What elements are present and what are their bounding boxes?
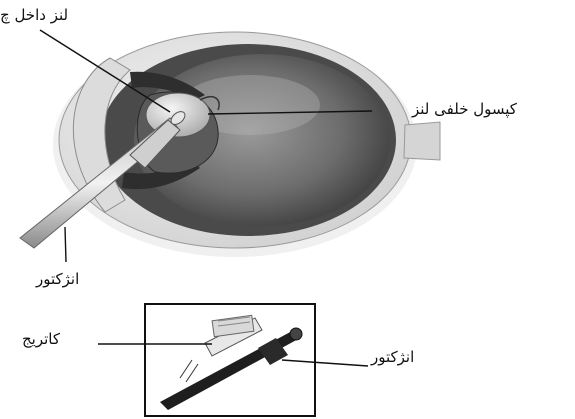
leader-injector-top xyxy=(65,227,66,262)
label-injector-top: انژکتور xyxy=(36,270,79,288)
plunger-knob xyxy=(290,328,302,340)
optic-nerve xyxy=(404,122,440,160)
label-intraocular-lens: لنز داخل چ xyxy=(0,6,68,24)
eye-illustration xyxy=(20,32,440,257)
label-cartridge: کاتریج xyxy=(22,330,60,348)
label-posterior-capsule: کپسول خلفی لنز xyxy=(412,100,517,118)
label-injector-bottom: انژکتور xyxy=(371,348,414,366)
